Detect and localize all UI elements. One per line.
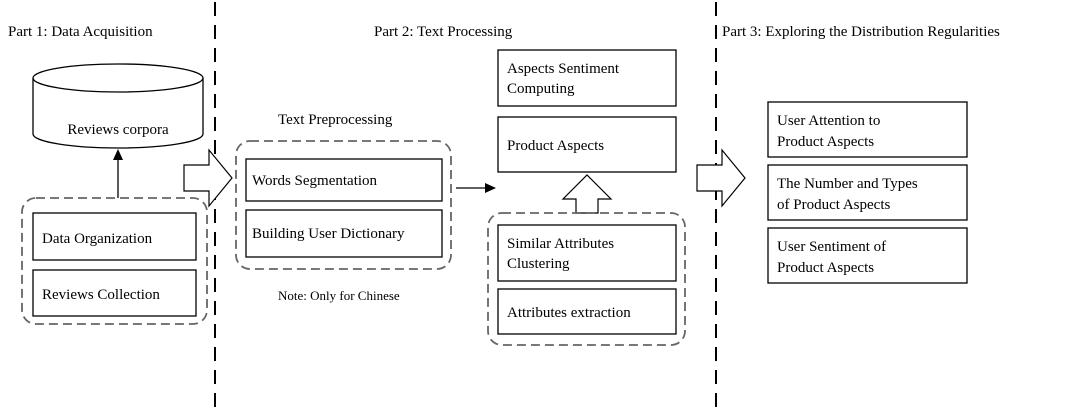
reviews-corpora-database: Reviews corpora (32, 63, 204, 149)
acquisition-group (21, 197, 208, 325)
aspects-sentiment-label-1: Aspects Sentiment (507, 61, 620, 77)
similar-attributes-label-2: Clustering (507, 256, 570, 272)
part2-heading: Part 2: Text Processing (374, 24, 513, 40)
user-attention-box (767, 101, 968, 158)
part3-heading: Part 3: Exploring the Distribution Regul… (722, 24, 1000, 40)
aspects-sentiment-box (497, 49, 677, 107)
flow-arrow-2 (696, 148, 746, 208)
user-attention-label-1: User Attention to (777, 113, 880, 129)
user-attention-label-2: Product Aspects (777, 134, 874, 150)
arrow-to-attributes-head (485, 183, 496, 193)
data-organization-box (32, 212, 197, 261)
aspects-sentiment-label-2: Computing (507, 81, 575, 97)
reviews-collection-box (32, 269, 197, 317)
number-types-label-1: The Number and Types (777, 176, 918, 192)
number-types-box (767, 164, 968, 221)
attributes-extraction-label: Attributes extraction (507, 305, 631, 321)
data-organization-label: Data Organization (42, 231, 153, 247)
user-sentiment-label-1: User Sentiment of (777, 239, 886, 255)
product-aspects-label: Product Aspects (507, 138, 604, 154)
part1-heading: Part 1: Data Acquisition (8, 24, 153, 40)
user-sentiment-label-2: Product Aspects (777, 260, 874, 276)
arrow-to-corpora-head (113, 149, 123, 160)
text-preprocessing-title: Text Preprocessing (278, 112, 393, 128)
user-dictionary-box (245, 209, 443, 258)
user-sentiment-box (767, 227, 968, 284)
reviews-collection-label: Reviews Collection (42, 287, 160, 303)
product-aspects-box (497, 116, 677, 173)
chinese-note: Note: Only for Chinese (278, 288, 400, 303)
reviews-corpora-label: Reviews corpora (67, 122, 169, 138)
preprocessing-group (235, 140, 452, 270)
similar-attributes-label-1: Similar Attributes (507, 236, 614, 252)
number-types-label-2: of Product Aspects (777, 197, 890, 213)
similar-attributes-box (497, 224, 677, 282)
flow-arrow-1 (183, 148, 233, 208)
words-segmentation-box (245, 158, 443, 202)
user-dictionary-label: Building User Dictionary (252, 226, 405, 242)
words-segmentation-label: Words Segmentation (252, 173, 378, 189)
flow-arrow-up (561, 174, 613, 214)
attributes-extraction-box (497, 288, 677, 335)
attributes-group (487, 212, 686, 346)
